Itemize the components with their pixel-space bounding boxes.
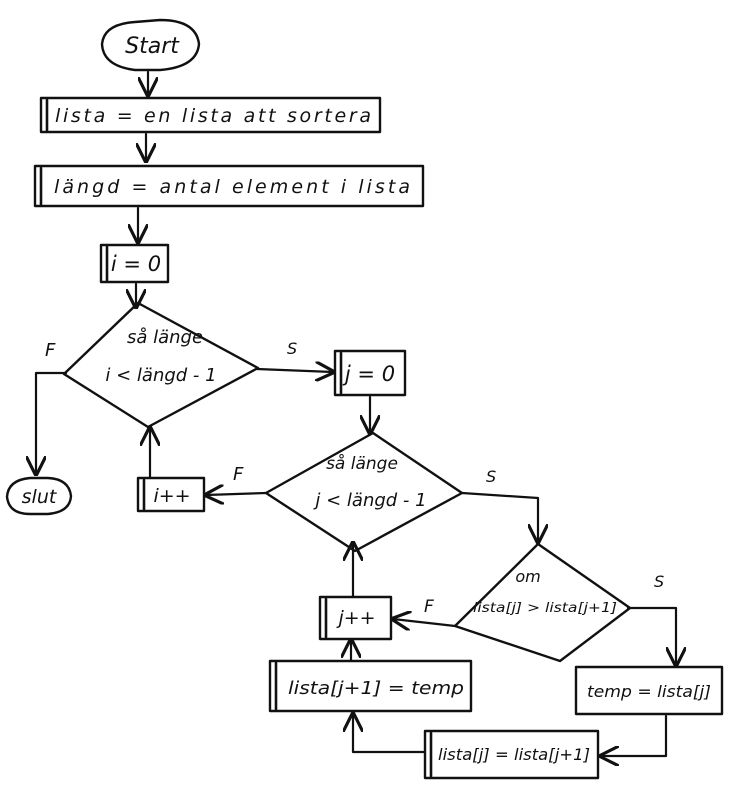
inner-loop-label-line2: j < längd - 1 [312, 490, 426, 511]
edge-compare-true-to-temp [626, 606, 676, 665]
edge-inner-true-to-compare [460, 491, 538, 542]
increment-i-node: i++ [136, 476, 206, 513]
end-label: slut [22, 486, 58, 508]
end-node: slut [5, 476, 73, 516]
increment-j-label: j++ [335, 607, 375, 629]
inner-loop-decision: så länge j < längd - 1 [264, 431, 464, 553]
assign-temp-box [574, 665, 724, 716]
increment-j-node: j++ [318, 595, 393, 641]
start-node: Start [100, 18, 201, 72]
increment-i-label: i++ [153, 485, 190, 507]
swap-node: lista[j] = lista[j+1] [423, 729, 600, 780]
edge-inner-false-to-iplusplus [206, 493, 268, 495]
assign-temp-node: temp = lista[j] [574, 665, 724, 716]
assign-next-box [268, 659, 473, 713]
init-list-label: lista = en lista att sortera [55, 105, 371, 127]
init-j-label: j = 0 [342, 362, 395, 386]
start-label: Start [125, 34, 180, 59]
inner-loop-label-line1: så länge [326, 453, 398, 474]
init-i-node: i = 0 [99, 243, 170, 284]
init-length-label: längd = antal element i lista [54, 176, 410, 198]
init-i-box [99, 243, 170, 284]
assign-next-label: lista[j+1] = temp [288, 678, 464, 699]
assign-temp-label: temp = lista[j] [587, 682, 711, 701]
outer-false-label: F [45, 340, 56, 361]
outer-loop-diamond [62, 301, 260, 429]
swap-label: lista[j] = lista[j+1] [438, 745, 590, 764]
increment-i-box [136, 476, 206, 513]
swap-box [423, 729, 600, 780]
edge-swap-to-assign-next [353, 714, 427, 754]
outer-loop-label-line2: i < längd - 1 [105, 365, 216, 386]
init-i-label: i = 0 [111, 252, 161, 276]
end-terminator-shape [5, 476, 73, 516]
outer-true-label: S [287, 339, 297, 358]
assign-next-node: lista[j+1] = temp [268, 659, 473, 713]
inner-true-label: S [486, 467, 496, 486]
init-length-node: längd = antal element i lista [33, 164, 425, 208]
init-j-node: j = 0 [333, 349, 407, 397]
increment-j-box [318, 595, 393, 641]
outer-loop-label-line1: så länge [127, 327, 203, 348]
compare-label-line1: om [515, 567, 540, 586]
init-list-box [39, 96, 382, 134]
edge-temp-to-swap [601, 714, 668, 756]
start-terminator-shape [100, 18, 201, 72]
compare-decision: om lista[j] > lista[j+1] [453, 542, 632, 663]
edge-outer-true-to-j [255, 369, 333, 372]
inner-false-label: F [233, 464, 244, 485]
compare-false-label: F [424, 597, 434, 617]
init-list-node: lista = en lista att sortera [39, 96, 382, 134]
compare-true-label: S [654, 572, 664, 591]
init-length-box [33, 164, 425, 208]
compare-label-line2: lista[j] > lista[j+1] [473, 601, 617, 616]
inner-loop-diamond [264, 431, 464, 553]
compare-diamond [453, 542, 632, 663]
edge-compare-false-to-jplusplus [393, 619, 457, 626]
outer-loop-decision: så länge i < längd - 1 [62, 301, 260, 429]
init-j-box [333, 349, 407, 397]
edge-outer-false-to-end [36, 371, 68, 474]
